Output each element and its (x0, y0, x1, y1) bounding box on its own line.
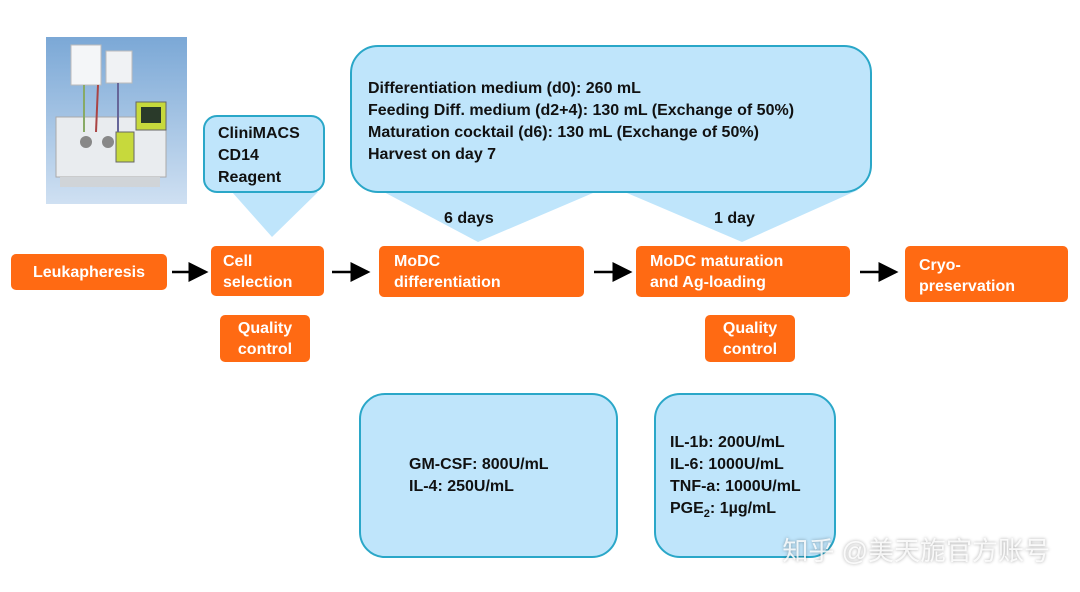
step-cell-selection: Cell selection (211, 246, 324, 296)
qc-label: control (237, 341, 293, 358)
step-label: selection (223, 274, 293, 291)
maturation-callout-pointer (620, 190, 858, 242)
duration-6-days: 6 days (444, 210, 494, 227)
pge2-line: PGE2: 1µg/mL (670, 498, 834, 525)
differentiation-cytokines-callout: GM-CSF: 800U/mL IL-4: 250U/mL (359, 393, 618, 558)
differentiation-callout-pointer (380, 190, 600, 242)
step-label: Cryo- (919, 257, 961, 274)
reagent-line: CD14 (218, 147, 259, 164)
pge2-suffix: : 1µg/mL (709, 500, 777, 517)
step-label: preservation (919, 278, 1016, 295)
maturation-cytokines-callout: IL-1b: 200U/mL IL-6: 1000U/mL TNF-a: 100… (654, 393, 836, 558)
pge2-subscript: 2 (703, 508, 710, 521)
step-cryopreservation: Cryo- preservation (905, 246, 1068, 302)
quality-control-selection: Quality control (220, 315, 310, 362)
medium-line: Maturation cocktail (d6): 130 mL (Exchan… (368, 124, 759, 141)
medium-callout: Differentiation medium (d0): 260 mL Feed… (350, 45, 872, 193)
cytokine-line: GM-CSF: 800U/mL (409, 456, 549, 473)
medium-line: Differentiation medium (d0): 260 mL (368, 80, 641, 97)
cytokine-line: IL-6: 1000U/mL (670, 456, 784, 473)
step-modc-maturation: MoDC maturation and Ag-loading (636, 246, 850, 297)
qc-label: Quality (237, 320, 293, 337)
step-label: MoDC maturation (650, 253, 784, 270)
device-image (46, 37, 187, 204)
step-label: differentiation (394, 274, 501, 291)
reagent-callout-pointer (232, 192, 318, 237)
step-label: Cell (223, 253, 253, 270)
duration-1-day: 1 day (714, 210, 755, 227)
step-label: MoDC (394, 253, 441, 270)
step-leukapheresis: Leukapheresis (11, 254, 167, 290)
cytokine-line: IL-4: 250U/mL (409, 478, 514, 495)
medium-line: Feeding Diff. medium (d2+4): 130 mL (Exc… (368, 102, 795, 119)
qc-label: control (722, 341, 778, 358)
reagent-callout: CliniMACS CD14 Reagent (203, 115, 325, 193)
cytokine-line: TNF-a: 1000U/mL (670, 478, 801, 495)
cytokine-line: IL-1b: 200U/mL (670, 434, 785, 451)
quality-control-maturation: Quality control (705, 315, 795, 362)
qc-label: Quality (722, 320, 778, 337)
step-modc-differentiation: MoDC differentiation (379, 246, 584, 297)
reagent-line: CliniMACS (218, 125, 300, 142)
watermark: 知乎 @美天旎官方账号 (782, 536, 1050, 566)
step-label: and Ag-loading (650, 274, 766, 291)
reagent-line: Reagent (218, 169, 282, 186)
step-label: Leukapheresis (32, 263, 146, 281)
medium-line: Harvest on day 7 (368, 146, 497, 163)
pge2-prefix: PGE (670, 500, 704, 517)
